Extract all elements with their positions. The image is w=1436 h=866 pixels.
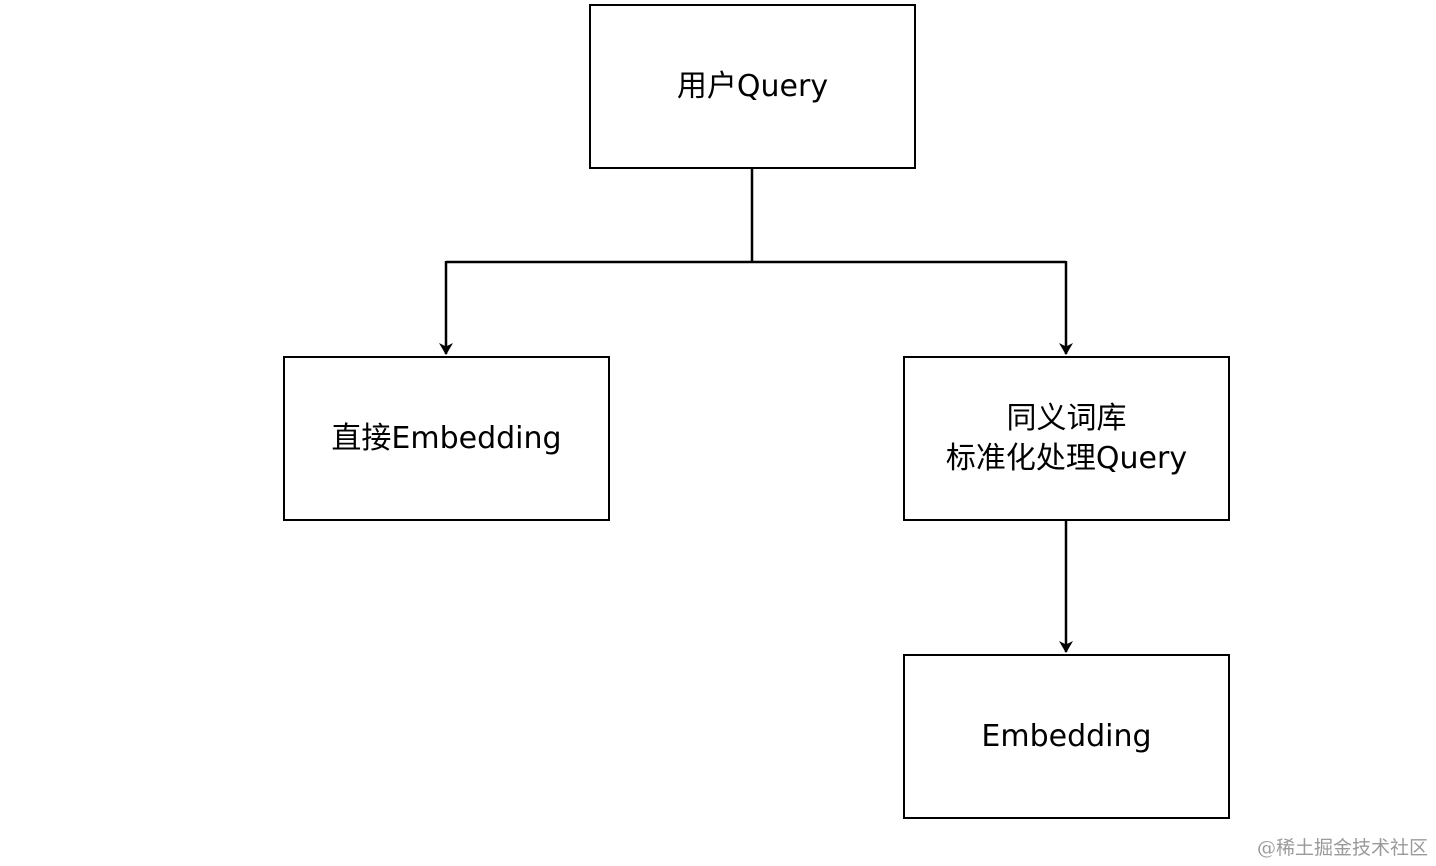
- direct-embedding-node: 直接Embedding: [283, 356, 610, 521]
- user-query-label: 用户Query: [676, 68, 829, 104]
- synonym-label-line2: 标准化处理Query: [945, 440, 1188, 476]
- synonym-label-line1: 同义词库: [1006, 400, 1127, 436]
- embedding-label: Embedding: [981, 718, 1152, 754]
- direct-embedding-label: 直接Embedding: [331, 420, 562, 456]
- synonym-normalize-node: 同义词库 标准化处理Query: [903, 356, 1230, 521]
- user-query-node: 用户Query: [589, 4, 916, 169]
- embedding-node: Embedding: [903, 654, 1230, 819]
- watermark: @稀土掘金技术社区: [1256, 837, 1428, 859]
